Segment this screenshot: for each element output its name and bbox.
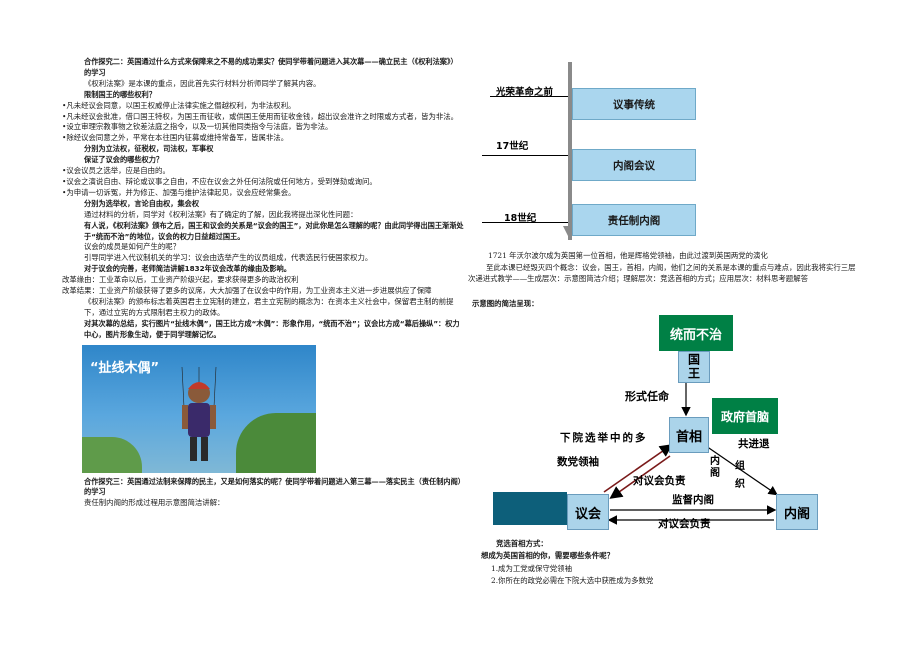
puppet-photo: “扯线木偶”	[82, 344, 316, 473]
stage-tradition: 议事传统	[572, 88, 696, 120]
bullet-1: •凡未经议会同意，以国王权威停止法律实施之僭越权利，为非法权利。	[62, 100, 296, 110]
era-17th: 17世纪	[496, 141, 529, 152]
intro-three: 合作探究三：英国通过法制来保障的民主，又是如何落实的呢？使同学带着问题进入第三幕…	[62, 477, 464, 499]
elect-question: 想成为英国首相的你，需要哪些条件呢？	[481, 551, 615, 560]
walpole-paragraph: 1721 年沃尔波尔成为英国第一位首相，他是辉格党领袖，由此过渡到英国两党的演化	[488, 251, 768, 260]
party-leader-label: 数党领袖	[557, 456, 599, 468]
photo-caption: “扯线木偶”	[90, 360, 160, 376]
summary-paragraph: 《权利法案》的颁布标志着英国君主立宪制的建立，君主立宪制的概念为：在资本主义社会…	[84, 296, 454, 317]
era-rule-1	[490, 96, 568, 97]
elect-condition-2: 2.你所在的政党必需在下院大选中获胜成为多数党	[491, 576, 654, 585]
lower-house-label: 下院选举中的多	[560, 432, 648, 444]
timeline-axis	[568, 62, 572, 240]
elect-title: 竞选首相方式：	[496, 539, 548, 548]
bullet-3: •设立审理宗教事物之钦差法庭之指令，以及一切其他同类指令与法庭，皆为非法。	[62, 122, 333, 132]
member-note: 引导同学进入代议制机关的学习：议会由选举产生的议员组成，代表选民行使国家权力。	[84, 253, 373, 263]
dark-teal-block	[493, 492, 567, 525]
elect-condition-1: 1.成为工党或保守党领袖	[491, 564, 572, 573]
bullet-2: •凡未经议会批准，借口国王特权，为国王而征收，或供国王使用而征收金钱，超出议会准…	[62, 111, 459, 121]
king-box: 国王	[678, 351, 710, 383]
bullet-c3: •为申请一切诉冤，并为修正、加强与维护法律起见，议会应经常集会。	[62, 187, 296, 197]
diagram-intro: 示意图的简洁呈现：	[472, 299, 539, 308]
reform-result: 改革结果：工业资产阶级获得了更多的议席，大大加强了在议会中的作用，为工业资本主义…	[62, 286, 432, 296]
teaching-note: 对其次幕的总结，实行图片“扯线木偶”，国王比方成“木偶”：形象作用，“统而不治”…	[84, 318, 460, 339]
section-two-label: 合作探究二：英国通过什么方式来保障来之不易的成功果实？使同学带着问题进入其次幕—…	[84, 57, 458, 77]
intro-paragraph: 合作探究二：英国通过什么方式来保障来之不易的成功果实？使同学带着问题进入其次幕—…	[62, 57, 464, 79]
responsible-label-1: 对议会负责	[633, 475, 686, 487]
analysis-line: 通过材料的分析，同学对《权利法案》有了确定的了解，因此我将提出深化性问题：	[84, 209, 358, 219]
bill-note: 《权利法案》是本课的重点，因此首先实行材料分析师同学了解其内容。	[84, 78, 321, 88]
cabinet-vertical-label: 内阁	[710, 456, 720, 479]
question-guarantee: 保证了议会的哪些权力？	[84, 155, 164, 165]
era-rule-2	[482, 155, 568, 156]
answer-restrict: 分别为立法权，征税权，司法权，军事权	[84, 144, 214, 154]
member-question: 议会的成员是如何产生的呢？	[84, 242, 181, 252]
stage-cabinet-meeting: 内阁会议	[572, 149, 696, 181]
responsible-label-2: 对议会负责	[658, 518, 711, 530]
concepts-paragraph: 至此本课已经毁灭四个概念：议会，国王，首相，内阁，他们之间的关系是本课的重点与难…	[468, 262, 858, 284]
era-before-revolution: 光荣革命之前	[496, 87, 554, 98]
reign-not-rule-box: 统而不治	[659, 315, 733, 351]
section-three-label: 合作探究三：英国通过法制来保障的民主，又是如何落实的呢？使同学带着问题进入第三幕…	[84, 476, 462, 497]
joint-advance-label: 共进退	[738, 438, 770, 450]
era-18th: 18世纪	[504, 213, 537, 224]
era-rule-3	[482, 222, 568, 223]
cabinet-box: 内阁	[776, 494, 818, 530]
bullet-c1: •议会议员之选举，应是自由的。	[62, 166, 170, 176]
bullet-c2: •议会之演说自由、辩论或议事之自由，不应在议会之外任何法院或任何地方，受到弹劾或…	[62, 176, 377, 186]
reform-cause: 改革缘由：工业革命以后，工业资产阶级兴起，要求获得更多的政治权利	[62, 275, 299, 285]
stage-responsible-cabinet: 责任制内阁	[572, 204, 696, 236]
cabinet-note: 责任制内阁的形成过程用示意图简洁讲解：	[84, 498, 225, 508]
organize-label: 组织	[735, 461, 745, 490]
puppet-figure	[181, 366, 217, 461]
photo-tree	[236, 412, 316, 473]
question-restrict: 限制国王的哪些权利？	[84, 89, 156, 99]
formal-appoint-label: 形式任命	[625, 390, 669, 403]
pm-box: 首相	[669, 417, 709, 453]
bullet-4: •除经议会同意之外，平常在本往国内征募或维持常备军，皆属非法。	[62, 133, 289, 143]
parliament-box: 议会	[567, 494, 609, 530]
gov-head-box: 政府首脑	[712, 398, 778, 434]
left-column: 合作探究二：英国通过什么方式来保障来之不易的成功果实？使同学带着问题进入其次幕—…	[62, 57, 464, 509]
answer-guarantee: 分别为选举权，言论自由权，集会权	[84, 198, 200, 208]
concepts-text: 至此本课已经毁灭四个概念：议会，国王，首相，内阁，他们之间的关系是本课的重点与难…	[468, 263, 856, 283]
reform-title: 对于议会的完善，老师简洁讲解1832年议会改革的缘由及影响。	[84, 264, 291, 274]
deep-question: 有人说，《权利法案》颁布之后，国王和议会的关系是“议会的国王”，对此你是怎么理解…	[84, 220, 464, 241]
oversee-label: 监督内阁	[672, 494, 714, 506]
